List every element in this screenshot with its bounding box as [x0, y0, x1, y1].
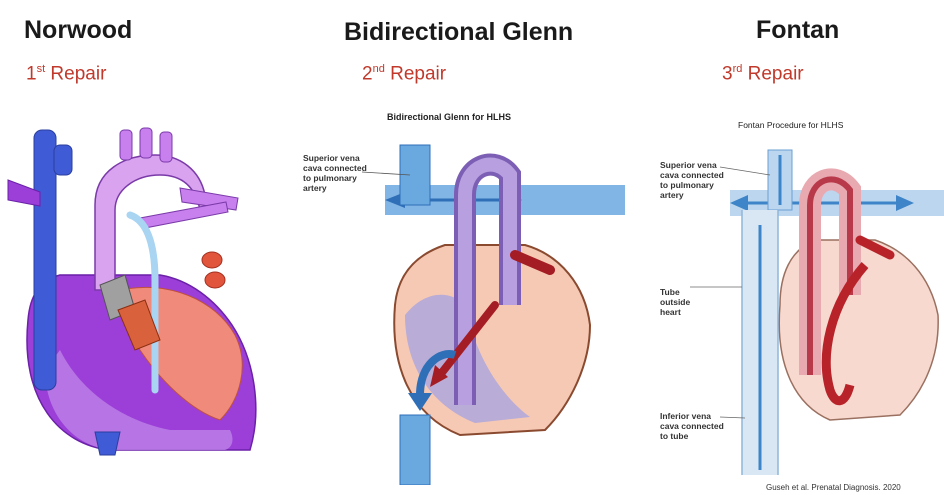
repair-ordinal-suffix: rd: [733, 63, 743, 75]
repair-ordinal-suffix: st: [37, 63, 46, 75]
panel-fontan: Fontan 3rd Repair Fontan Procedure for H…: [630, 0, 944, 495]
panel-bidirectional-glenn: Bidirectional Glenn 2nd Repair Bidirecti…: [300, 0, 630, 495]
panel-title: Fontan: [756, 16, 839, 45]
repair-word: Repair: [748, 63, 804, 84]
panel-title: Norwood: [24, 16, 132, 45]
fontan-heart-illustration: [630, 135, 944, 475]
panel-title: Bidirectional Glenn: [344, 18, 573, 47]
figure-caption: Bidirectional Glenn for HLHS: [387, 112, 511, 122]
panel-norwood: Norwood 1st Repair: [0, 0, 300, 495]
repair-word: Repair: [390, 63, 446, 84]
figure-caption: Fontan Procedure for HLHS: [738, 120, 843, 130]
repair-ordinal-suffix: nd: [373, 63, 385, 75]
citation: Guseh et al. Prenatal Diagnosis. 2020: [766, 483, 901, 492]
panel-subtitle: 1st Repair: [26, 63, 106, 85]
repair-ordinal: 1: [26, 63, 37, 84]
glenn-heart-illustration: [300, 125, 630, 485]
repair-ordinal: 3: [722, 63, 733, 84]
repair-word: Repair: [50, 63, 106, 84]
repair-ordinal: 2: [362, 63, 373, 84]
norwood-heart-illustration: [0, 110, 300, 490]
panel-subtitle: 3rd Repair: [722, 63, 804, 85]
panel-subtitle: 2nd Repair: [362, 63, 446, 85]
